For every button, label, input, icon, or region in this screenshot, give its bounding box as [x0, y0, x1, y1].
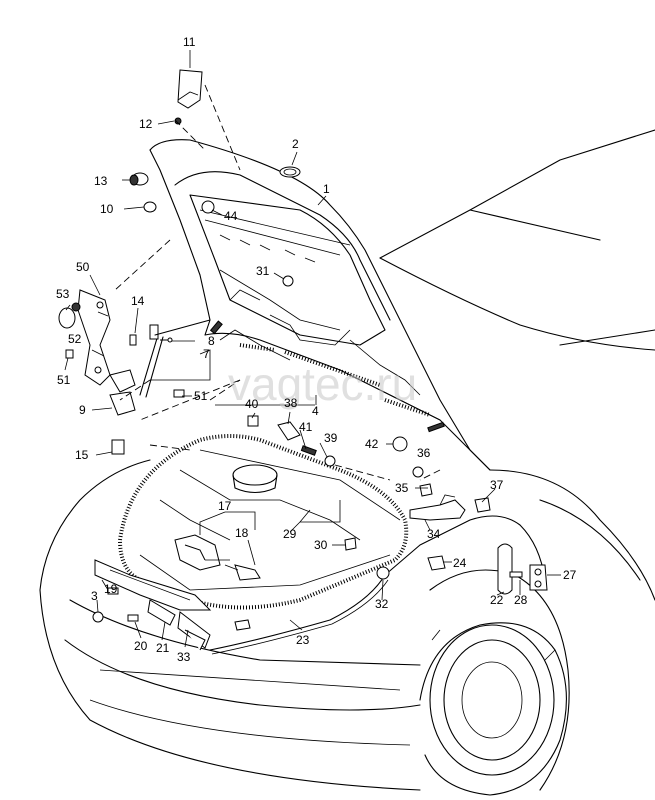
gas-strut — [139, 319, 211, 398]
callout-42: 42 — [365, 437, 379, 451]
callout-1: 1 — [323, 182, 330, 196]
callout-52: 52 — [68, 332, 82, 346]
callout-50: 50 — [76, 260, 90, 274]
callout-20: 20 — [134, 639, 148, 653]
callout-labels: 11 12 2 1 13 10 44 31 50 53 14 52 8 7 51… — [56, 35, 577, 664]
callout-22: 22 — [490, 593, 504, 607]
reservoir — [232, 464, 278, 494]
callout-33: 33 — [177, 650, 191, 664]
callout-8: 8 — [208, 334, 215, 348]
callout-10: 10 — [100, 202, 114, 216]
callout-32: 32 — [375, 597, 389, 611]
callout-44: 44 — [224, 209, 238, 223]
callout-35: 35 — [395, 481, 409, 495]
callout-4: 4 — [312, 404, 319, 418]
callout-53: 53 — [56, 287, 70, 301]
callout-18: 18 — [235, 526, 249, 540]
front-wheel — [419, 622, 567, 796]
callout-21: 21 — [156, 641, 170, 655]
release-handle — [376, 543, 548, 595]
callout-40: 40 — [245, 397, 259, 411]
callout-7: 7 — [203, 347, 210, 361]
callout-36: 36 — [417, 446, 431, 460]
callout-29: 29 — [283, 527, 297, 541]
watermark: vagtec.ru — [228, 358, 417, 410]
callout-28: 28 — [514, 593, 528, 607]
engine-bay-seal — [117, 434, 409, 610]
callout-41: 41 — [299, 420, 313, 434]
hinge-50 — [77, 289, 136, 393]
callout-23: 23 — [296, 633, 310, 647]
callout-11: 11 — [183, 35, 196, 49]
dashed-leaders — [114, 84, 441, 481]
callout-13: 13 — [94, 174, 108, 188]
callout-34: 34 — [427, 527, 441, 541]
callout-51b: 51 — [57, 373, 71, 387]
callout-27: 27 — [563, 568, 577, 582]
callout-30: 30 — [314, 538, 328, 552]
car-body-outline — [39, 129, 655, 791]
callout-39: 39 — [324, 431, 338, 445]
callout-15: 15 — [75, 448, 89, 462]
callout-12: 12 — [139, 117, 153, 131]
callout-38: 38 — [284, 396, 298, 410]
callout-17: 17 — [218, 499, 232, 513]
callout-31: 31 — [256, 264, 270, 278]
callout-14: 14 — [131, 294, 145, 308]
callout-2: 2 — [292, 137, 299, 151]
callout-19: 19 — [104, 582, 118, 596]
callout-24: 24 — [453, 556, 467, 570]
callout-51a: 51 — [194, 389, 208, 403]
callout-37: 37 — [490, 478, 504, 492]
lock-assembly — [94, 534, 261, 651]
leader-lines — [64, 50, 561, 648]
callout-3: 3 — [91, 589, 98, 603]
bonnet-panel — [149, 139, 491, 471]
striker-bracket — [409, 494, 491, 521]
callout-9: 9 — [79, 403, 86, 417]
